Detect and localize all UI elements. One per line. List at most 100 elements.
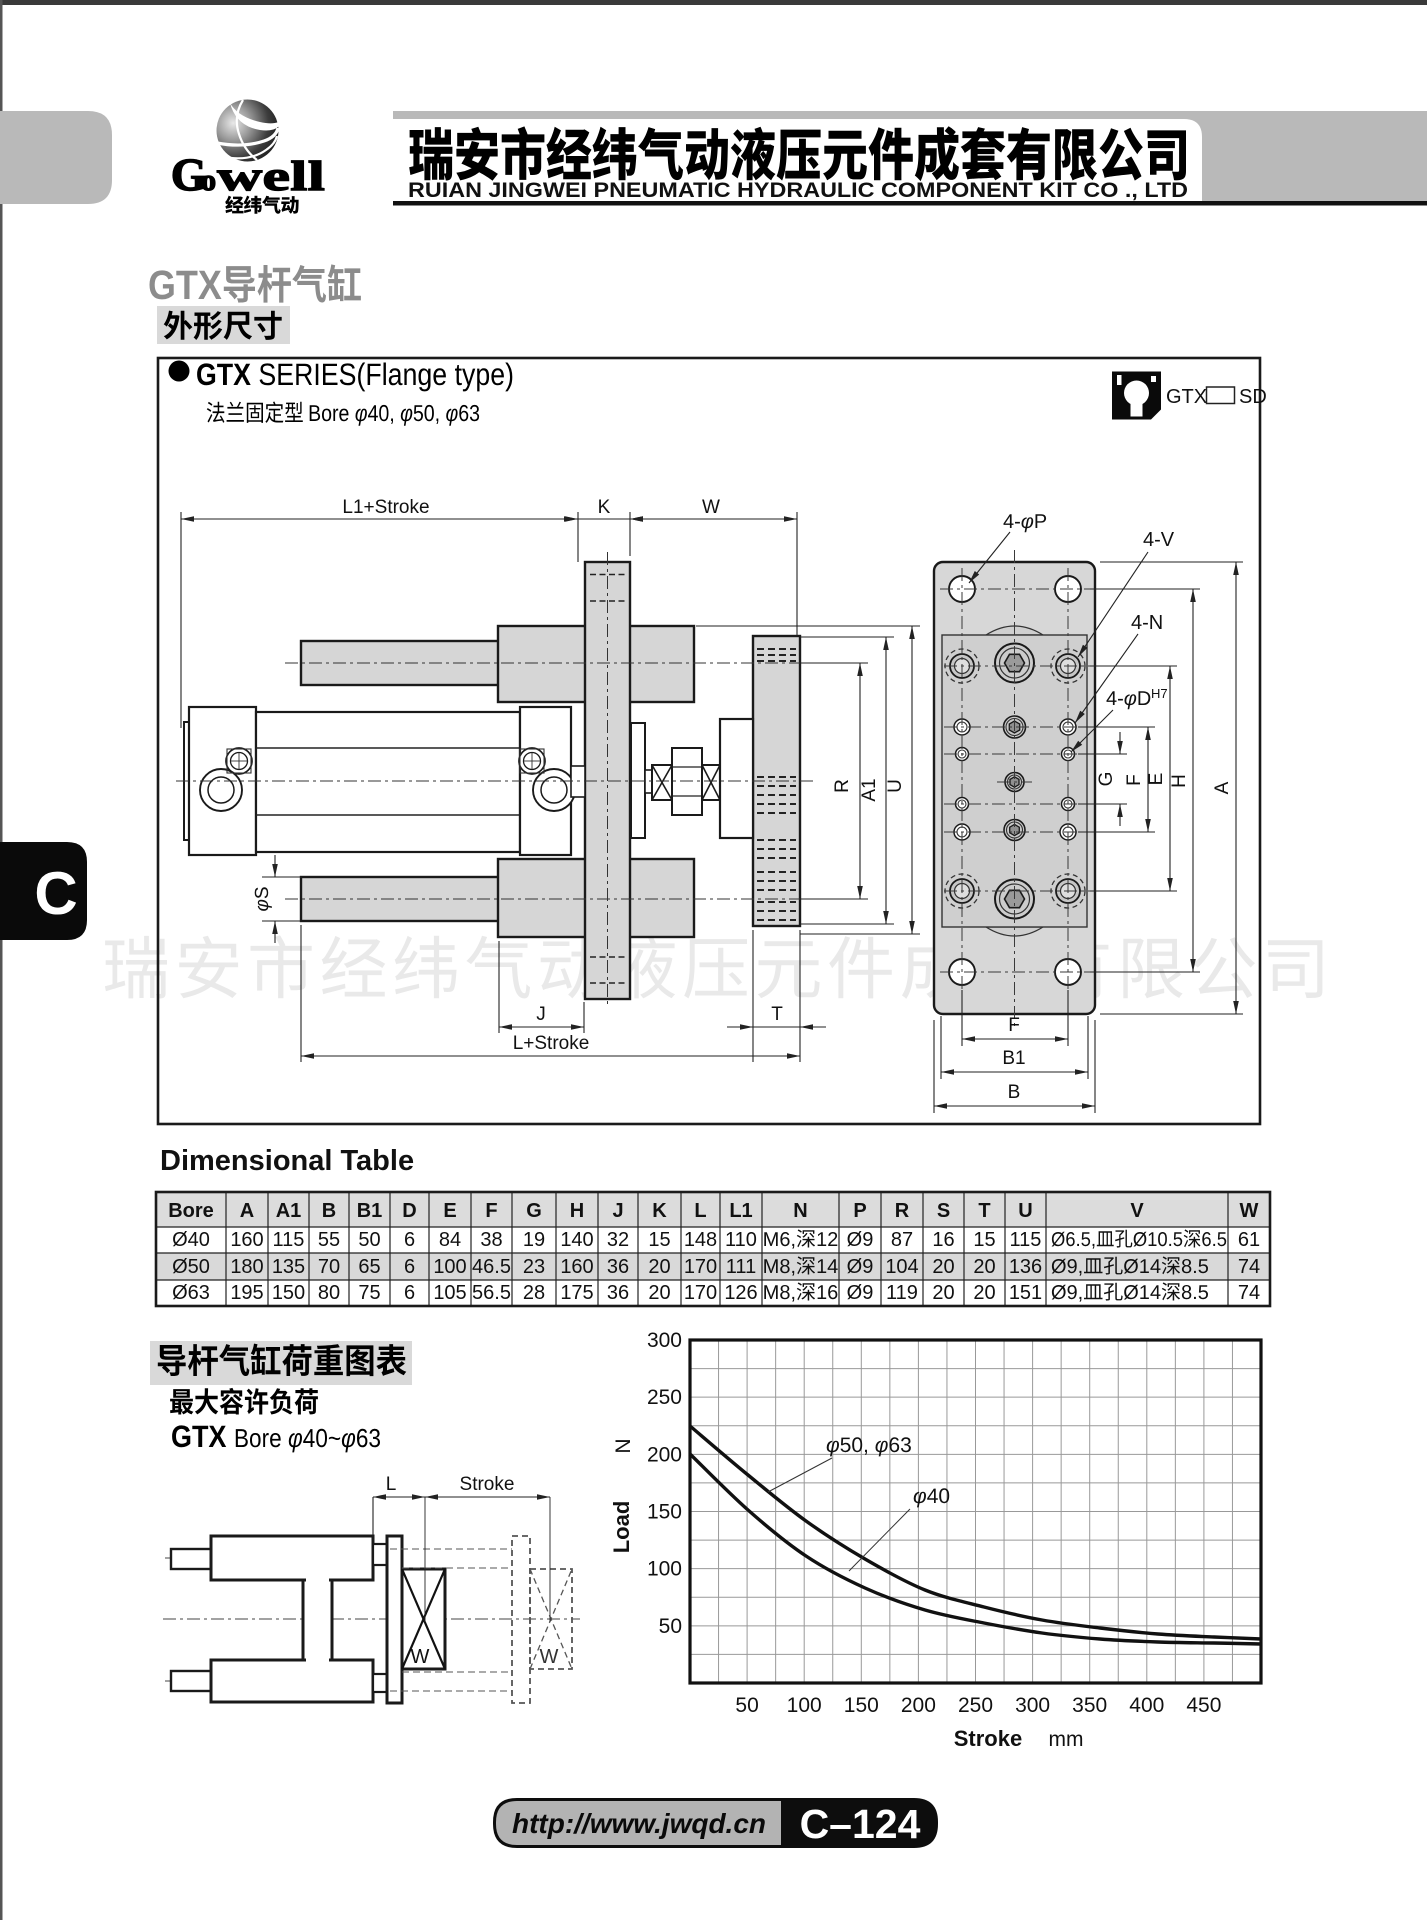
svg-text:R: R (895, 1200, 910, 1222)
svg-text:W: W (1240, 1200, 1259, 1222)
svg-text:110: 110 (725, 1229, 757, 1251)
svg-text:L1+Stroke: L1+Stroke (342, 497, 429, 518)
svg-text:H: H (1169, 774, 1190, 788)
svg-text:J: J (612, 1200, 623, 1222)
svg-text:170: 170 (684, 1282, 717, 1304)
svg-text:Load: Load (609, 1501, 634, 1554)
svg-text:20: 20 (932, 1282, 954, 1304)
svg-text:S: S (937, 1200, 950, 1222)
svg-text:Ø50: Ø50 (172, 1256, 210, 1278)
svg-text:74: 74 (1238, 1256, 1260, 1278)
svg-text:http://www.jwqd.cn: http://www.jwqd.cn (512, 1808, 766, 1839)
svg-text:F: F (1124, 774, 1145, 786)
svg-text:F: F (485, 1200, 497, 1222)
svg-text:L: L (386, 1474, 397, 1495)
svg-text:Ø63: Ø63 (172, 1282, 210, 1304)
svg-text:C: C (34, 860, 77, 927)
svg-text:36: 36 (607, 1256, 629, 1278)
svg-text:G: G (526, 1200, 542, 1222)
svg-text:87: 87 (891, 1229, 913, 1251)
svg-text:E: E (1146, 773, 1167, 786)
svg-text:V: V (1130, 1200, 1144, 1222)
svg-text:H7: H7 (1151, 686, 1168, 701)
svg-text:Ø9: Ø9 (847, 1256, 874, 1278)
svg-text:B: B (322, 1200, 336, 1222)
svg-text:32: 32 (607, 1229, 629, 1251)
svg-text:P: P (853, 1200, 866, 1222)
svg-text:U: U (1018, 1200, 1032, 1222)
svg-text:T: T (978, 1200, 990, 1222)
svg-text:W: W (411, 1646, 430, 1668)
svg-text:100: 100 (433, 1256, 466, 1278)
svg-text:20: 20 (648, 1256, 670, 1278)
svg-text:175: 175 (560, 1282, 593, 1304)
svg-text:115: 115 (273, 1229, 305, 1251)
svg-text:L1: L1 (729, 1200, 752, 1222)
svg-text:6: 6 (404, 1282, 415, 1304)
svg-text:55: 55 (318, 1229, 340, 1251)
svg-text:16: 16 (932, 1229, 954, 1251)
svg-text:Ø9: Ø9 (847, 1229, 874, 1251)
svg-text:H: H (570, 1200, 584, 1222)
svg-text:20: 20 (932, 1256, 954, 1278)
svg-text:150: 150 (647, 1501, 682, 1524)
svg-text:N: N (793, 1200, 807, 1222)
svg-text:300: 300 (1015, 1694, 1050, 1717)
svg-text:80: 80 (318, 1282, 340, 1304)
svg-text:300: 300 (647, 1329, 682, 1352)
svg-text:C–124: C–124 (800, 1801, 921, 1847)
svg-text:28: 28 (523, 1282, 545, 1304)
svg-text:105: 105 (433, 1282, 466, 1304)
svg-text:115: 115 (1010, 1229, 1042, 1251)
svg-text:19: 19 (523, 1229, 545, 1251)
svg-text:D: D (402, 1200, 416, 1222)
svg-text:23: 23 (523, 1256, 545, 1278)
svg-text:B: B (1008, 1082, 1021, 1103)
svg-text:250: 250 (958, 1694, 993, 1717)
svg-text:J: J (536, 1004, 546, 1025)
svg-text:50: 50 (659, 1615, 682, 1638)
svg-text:450: 450 (1186, 1694, 1221, 1717)
svg-text:RUIAN JINGWEI PNEUMATIC HYDR: RUIAN JINGWEI PNEUMATIC HYDRAULIC COMPON… (408, 178, 1188, 202)
svg-text:B1: B1 (1002, 1048, 1025, 1069)
svg-text:A: A (240, 1200, 254, 1222)
svg-text:350: 350 (1072, 1694, 1107, 1717)
svg-text:Ø9: Ø9 (847, 1282, 874, 1304)
svg-text:126: 126 (724, 1282, 757, 1304)
svg-text:46.5: 46.5 (472, 1256, 511, 1278)
svg-text:4-V: 4-V (1143, 529, 1175, 551)
svg-text:6: 6 (404, 1256, 415, 1278)
svg-text:GTX: GTX (1166, 386, 1207, 408)
svg-text:38: 38 (480, 1229, 502, 1251)
svg-text:F: F (1008, 1015, 1020, 1036)
svg-text:mm: mm (1049, 1728, 1084, 1751)
svg-text:84: 84 (439, 1229, 461, 1251)
svg-text:36: 36 (607, 1282, 629, 1304)
svg-text:U: U (885, 779, 906, 793)
svg-text:400: 400 (1129, 1694, 1164, 1717)
svg-text:100: 100 (647, 1558, 682, 1581)
svg-text:A1: A1 (859, 778, 880, 801)
svg-text:W: W (540, 1646, 559, 1668)
svg-text:15: 15 (973, 1229, 995, 1251)
svg-text:160: 160 (230, 1229, 263, 1251)
svg-text:170: 170 (684, 1256, 717, 1278)
svg-text:65: 65 (358, 1256, 380, 1278)
svg-text:A: A (1212, 781, 1233, 794)
svg-text:R: R (832, 779, 853, 793)
svg-text:E: E (443, 1200, 456, 1222)
svg-text:G: G (1096, 772, 1117, 787)
svg-text:Bore: Bore (168, 1200, 214, 1222)
svg-text:100: 100 (787, 1694, 822, 1717)
svg-text:195: 195 (230, 1282, 263, 1304)
svg-text:B1: B1 (357, 1200, 383, 1222)
svg-text:70: 70 (318, 1256, 340, 1278)
svg-text:111: 111 (726, 1256, 756, 1278)
svg-text:140: 140 (560, 1229, 593, 1251)
svg-text:180: 180 (230, 1256, 263, 1278)
svg-text:135: 135 (272, 1256, 305, 1278)
svg-text:15: 15 (648, 1229, 670, 1251)
svg-text:50: 50 (735, 1694, 758, 1717)
svg-text:SD: SD (1239, 386, 1267, 408)
svg-text:250: 250 (647, 1386, 682, 1409)
